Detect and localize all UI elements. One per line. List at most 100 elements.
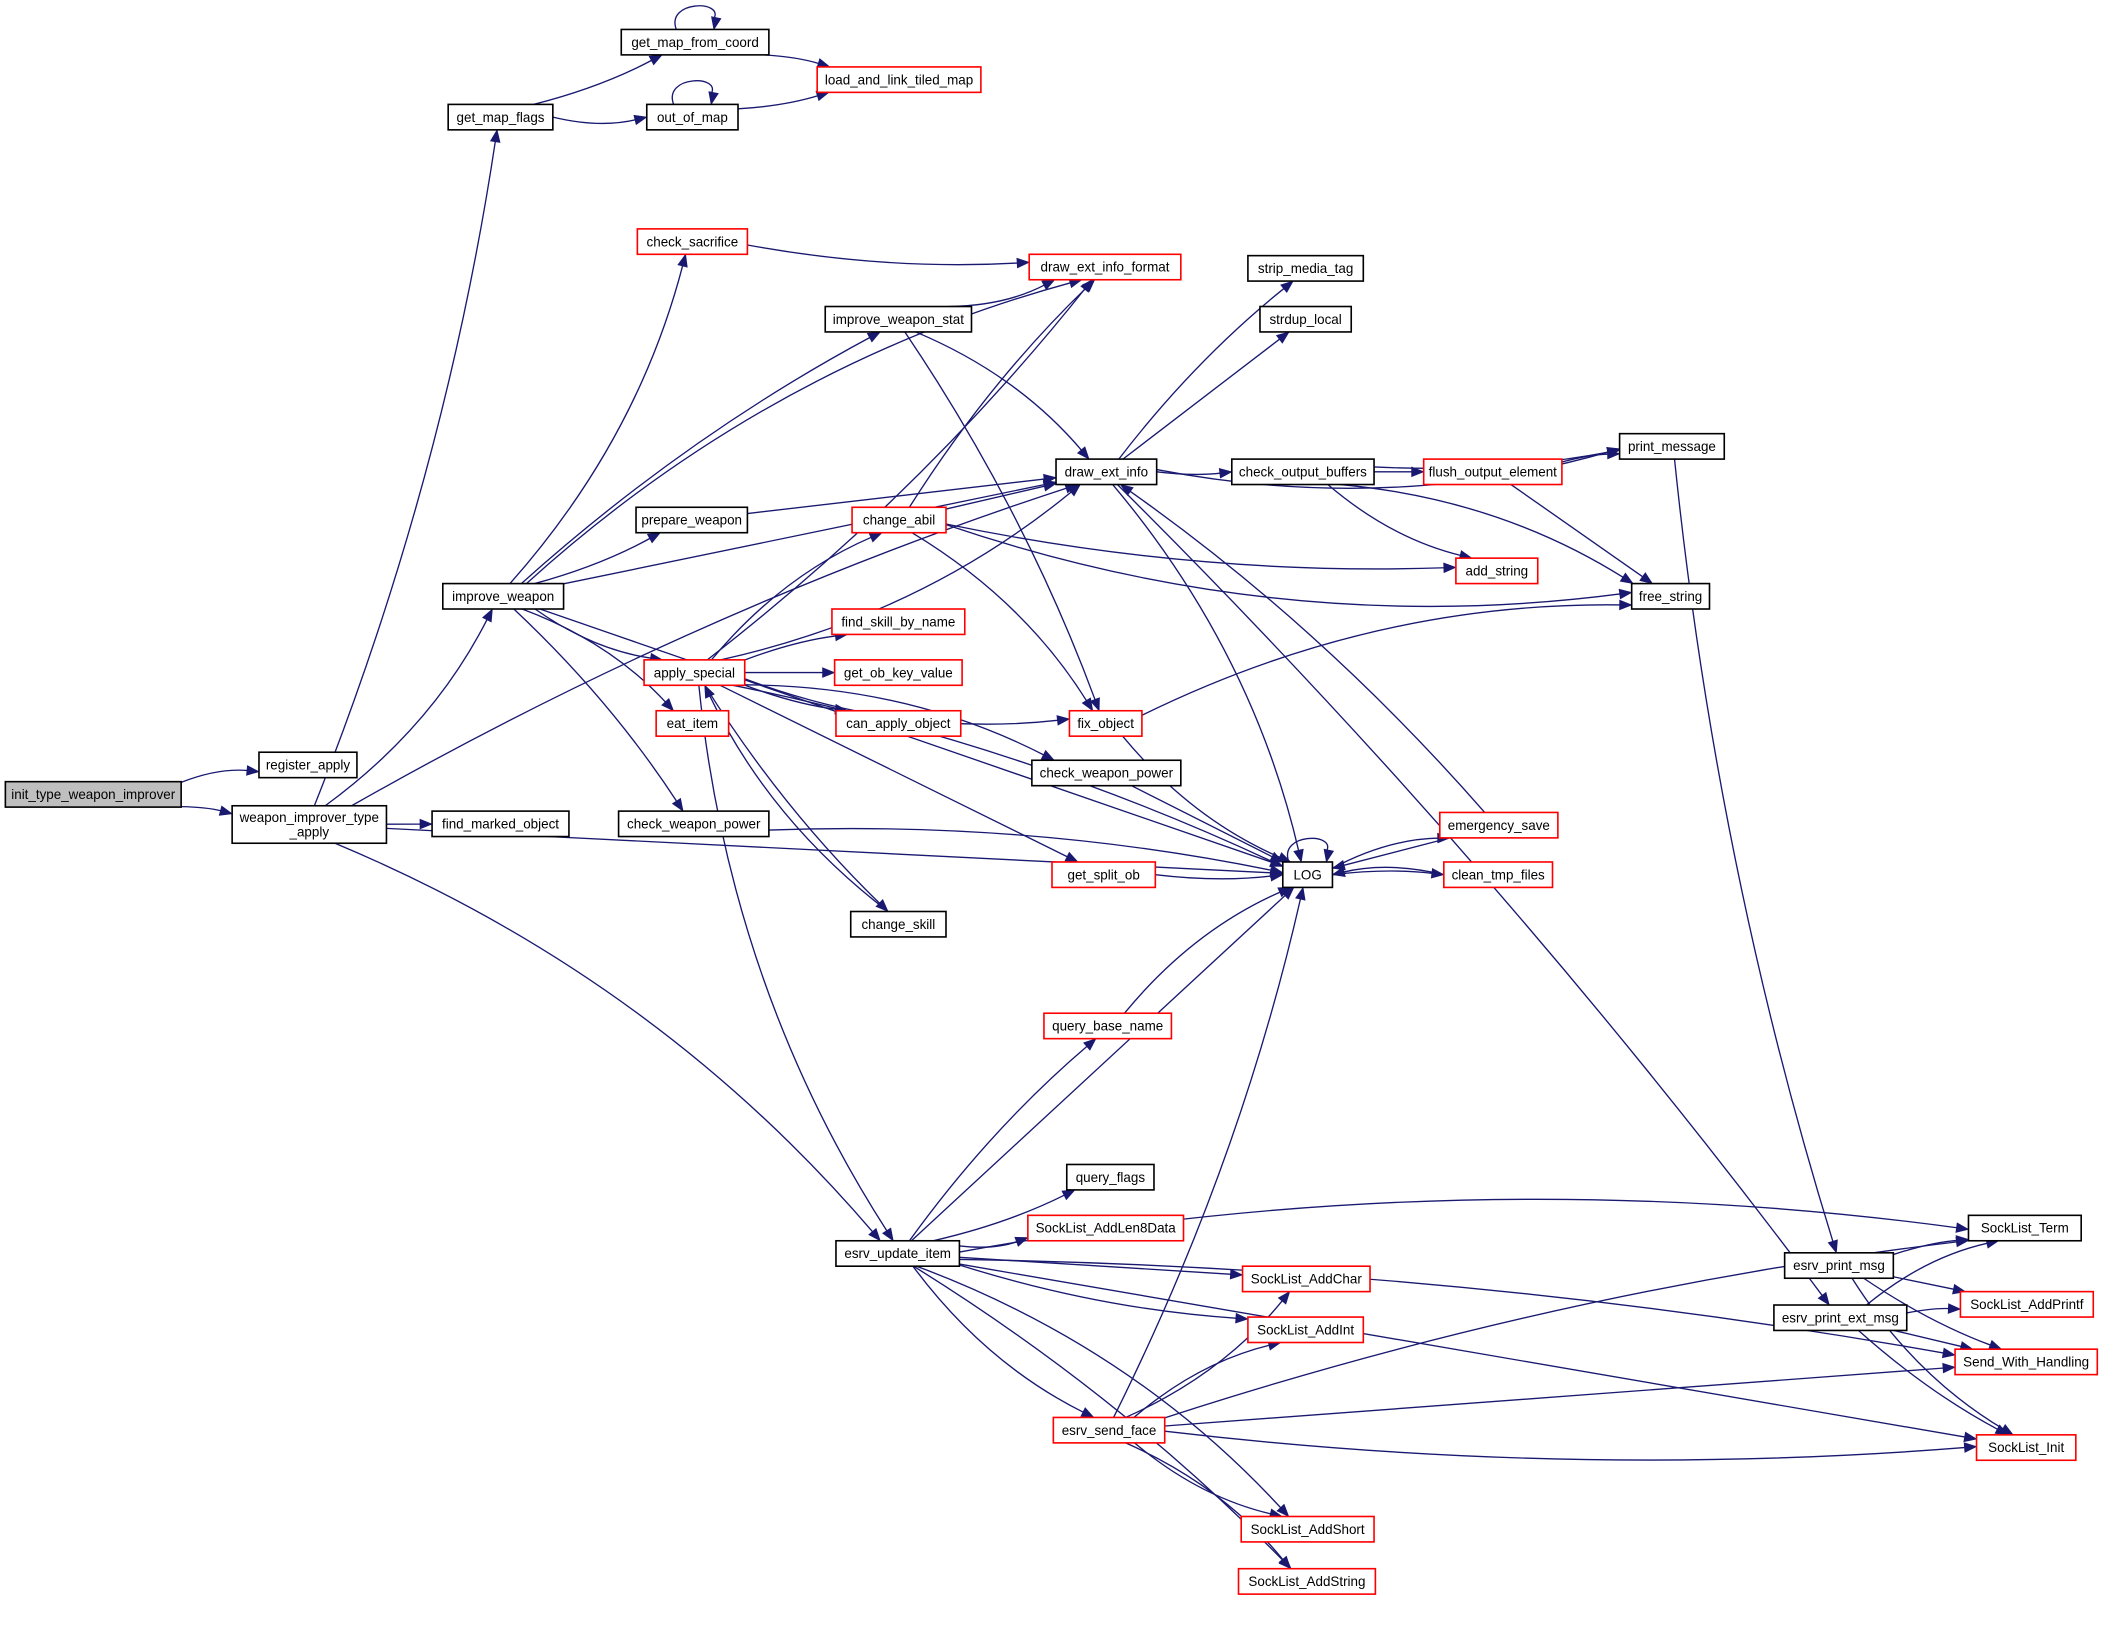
- node-socklist-term[interactable]: SockList_Term: [1967, 1214, 2082, 1242]
- node-box[interactable]: [851, 506, 947, 534]
- node-box[interactable]: [1052, 1416, 1166, 1444]
- node-print-message[interactable]: print_message: [1618, 432, 1726, 460]
- node-box[interactable]: [1247, 254, 1365, 282]
- node-improve-weapon-stat[interactable]: improve_weapon_stat: [824, 305, 973, 333]
- node-find-marked-object[interactable]: find_marked_object: [431, 810, 570, 838]
- node-esrv-print-msg[interactable]: esrv_print_msg: [1783, 1252, 1895, 1280]
- node-box[interactable]: [1630, 582, 1711, 610]
- node-box[interactable]: [831, 608, 966, 636]
- node-box[interactable]: [833, 659, 963, 687]
- node-weapon-improver-type-apply[interactable]: weapon_improver_type_apply: [231, 804, 388, 845]
- node-box[interactable]: [824, 305, 973, 333]
- node-box[interactable]: [1281, 861, 1334, 889]
- node-box[interactable]: [1028, 253, 1182, 281]
- node-esrv-update-item[interactable]: esrv_update_item: [835, 1239, 961, 1267]
- node-box[interactable]: [1055, 458, 1158, 486]
- node-box[interactable]: [643, 659, 746, 687]
- node-esrv-send-face[interactable]: esrv_send_face: [1052, 1416, 1166, 1444]
- node-box[interactable]: [1051, 861, 1157, 889]
- node-socklist-addlen8data[interactable]: SockList_AddLen8Data: [1027, 1214, 1185, 1242]
- node-draw-ext-info-format[interactable]: draw_ext_info_format: [1028, 253, 1182, 281]
- node-box[interactable]: [1259, 305, 1353, 333]
- node-apply-special[interactable]: apply_special: [643, 659, 746, 687]
- node-register-apply[interactable]: register_apply: [258, 751, 358, 779]
- node-get-split-ob[interactable]: get_split_ob: [1051, 861, 1157, 889]
- node-init-type-weapon-improver[interactable]: init_type_weapon_improver: [4, 780, 182, 808]
- node-strdup-local[interactable]: strdup_local: [1259, 305, 1353, 333]
- node-can-apply-object[interactable]: can_apply_object: [835, 709, 962, 737]
- node-box[interactable]: [636, 228, 749, 256]
- node-socklist-init[interactable]: SockList_Init: [1975, 1434, 2077, 1462]
- node-box[interactable]: [1975, 1434, 2077, 1462]
- node-free-string[interactable]: free_string: [1630, 582, 1711, 610]
- node-emergency-save[interactable]: emergency_save: [1438, 811, 1559, 839]
- node-improve-weapon[interactable]: improve_weapon: [442, 582, 565, 610]
- node-box[interactable]: [4, 780, 182, 808]
- node-esrv-print-ext-msg[interactable]: esrv_print_ext_msg: [1773, 1304, 1908, 1332]
- node-prepare-weapon[interactable]: prepare_weapon: [635, 506, 749, 534]
- node-check-sacrifice[interactable]: check_sacrifice: [636, 228, 749, 256]
- node-out-of-map[interactable]: out_of_map: [645, 103, 739, 131]
- node-box[interactable]: [1455, 557, 1539, 585]
- node-box[interactable]: [1068, 709, 1143, 737]
- node-find-skill-by-name[interactable]: find_skill_by_name: [831, 608, 966, 636]
- node-box[interactable]: [1240, 1515, 1375, 1543]
- node-box[interactable]: [1237, 1567, 1377, 1595]
- node-check-weapon-power-2[interactable]: check_weapon_power: [1031, 759, 1182, 787]
- node-get-map-flags[interactable]: get_map_flags: [447, 103, 554, 131]
- node-box[interactable]: [645, 103, 739, 131]
- node-box[interactable]: [617, 810, 770, 838]
- node-box[interactable]: [1773, 1304, 1908, 1332]
- node-add-string[interactable]: add_string: [1455, 557, 1539, 585]
- node-log[interactable]: LOG: [1281, 861, 1334, 889]
- node-box[interactable]: [1438, 811, 1559, 839]
- node-socklist-addint[interactable]: SockList_AddInt: [1247, 1316, 1365, 1344]
- node-box[interactable]: [442, 582, 565, 610]
- node-load-and-link-tiled-map[interactable]: load_and_link_tiled_map: [816, 66, 982, 94]
- node-box[interactable]: [1065, 1163, 1155, 1191]
- node-socklist-addstring[interactable]: SockList_AddString: [1237, 1567, 1377, 1595]
- node-box[interactable]: [1954, 1348, 2099, 1376]
- node-box[interactable]: [1027, 1214, 1185, 1242]
- node-eat-item[interactable]: eat_item: [655, 709, 730, 737]
- node-box[interactable]: [1422, 458, 1563, 486]
- node-socklist-addchar[interactable]: SockList_AddChar: [1241, 1265, 1371, 1293]
- node-get-ob-key-value[interactable]: get_ob_key_value: [833, 659, 963, 687]
- node-box[interactable]: [231, 804, 388, 845]
- node-socklist-addprintf[interactable]: SockList_AddPrintf: [1959, 1290, 2095, 1318]
- node-send-with-handling[interactable]: Send_With_Handling: [1954, 1348, 2099, 1376]
- node-query-base-name[interactable]: query_base_name: [1043, 1012, 1173, 1040]
- node-clean-tmp-files[interactable]: clean_tmp_files: [1443, 861, 1554, 889]
- node-box[interactable]: [1031, 759, 1182, 787]
- node-box[interactable]: [1241, 1265, 1371, 1293]
- node-change-skill[interactable]: change_skill: [849, 910, 947, 938]
- node-box[interactable]: [1783, 1252, 1895, 1280]
- node-box[interactable]: [431, 810, 570, 838]
- node-fix-object[interactable]: fix_object: [1068, 709, 1143, 737]
- node-check-output-buffers[interactable]: check_output_buffers: [1231, 458, 1375, 486]
- node-box[interactable]: [258, 751, 358, 779]
- node-box[interactable]: [1959, 1290, 2095, 1318]
- node-box[interactable]: [1618, 432, 1726, 460]
- node-flush-output-element[interactable]: flush_output_element: [1422, 458, 1563, 486]
- node-box[interactable]: [1967, 1214, 2082, 1242]
- node-query-flags[interactable]: query_flags: [1065, 1163, 1155, 1191]
- node-box[interactable]: [835, 709, 962, 737]
- node-change-abil[interactable]: change_abil: [851, 506, 947, 534]
- node-box[interactable]: [447, 103, 554, 131]
- node-box[interactable]: [1247, 1316, 1365, 1344]
- node-box[interactable]: [620, 28, 770, 56]
- node-box[interactable]: [816, 66, 982, 94]
- node-box[interactable]: [849, 910, 947, 938]
- node-box[interactable]: [655, 709, 730, 737]
- node-box[interactable]: [1443, 861, 1554, 889]
- node-box[interactable]: [1231, 458, 1375, 486]
- node-socklist-addshort[interactable]: SockList_AddShort: [1240, 1515, 1375, 1543]
- node-check-weapon-power-1[interactable]: check_weapon_power: [617, 810, 770, 838]
- node-box[interactable]: [1043, 1012, 1173, 1040]
- node-strip-media-tag[interactable]: strip_media_tag: [1247, 254, 1365, 282]
- node-box[interactable]: [835, 1239, 961, 1267]
- node-get-map-from-coord[interactable]: get_map_from_coord: [620, 28, 770, 56]
- node-draw-ext-info[interactable]: draw_ext_info: [1055, 458, 1158, 486]
- node-box[interactable]: [635, 506, 749, 534]
